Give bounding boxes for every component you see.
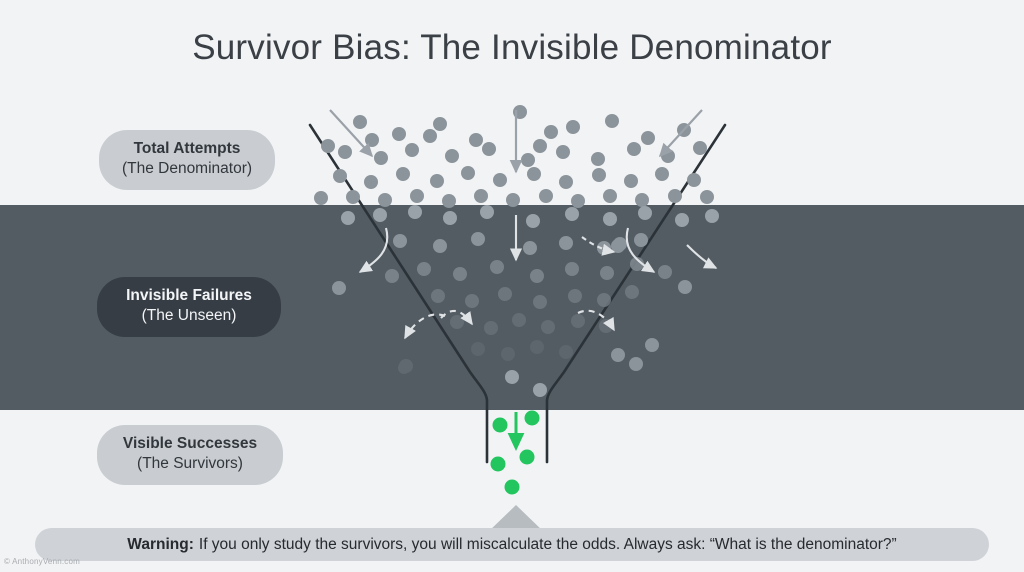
arrow-leak-right-lower: [577, 309, 615, 332]
dot-cluster-total-attempts: [314, 105, 714, 208]
dot-cluster-visible-successes: [490, 410, 540, 495]
label-invisible-failures: Invisible Failures (The Unseen): [97, 277, 281, 337]
warning-text: If you only study the survivors, you wil…: [198, 535, 897, 553]
arrow-inflow-right: [658, 109, 703, 158]
funnel-walls: [308, 123, 727, 464]
inflow-arrows-top: [329, 109, 703, 174]
label-total-attempts-title: Total Attempts: [133, 140, 241, 157]
label-total-attempts: Total Attempts (The Denominator): [99, 130, 275, 190]
warning-label: Warning:: [127, 535, 194, 553]
arrow-leak-left-out: [404, 313, 446, 340]
label-visible-successes-sub: (The Survivors): [137, 454, 243, 472]
label-invisible-failures-sub: (The Unseen): [141, 306, 237, 324]
label-visible-successes-title: Visible Successes: [122, 435, 258, 452]
arrow-leak-right-out: [686, 244, 718, 269]
leakage-arrows: [358, 215, 718, 340]
dot-cluster-invisible-failures: [332, 205, 719, 397]
arrow-leak-right-upper: [625, 227, 656, 273]
page-title: Survivor Bias: The Invisible Denominator: [192, 28, 832, 67]
label-invisible-failures-title: Invisible Failures: [126, 287, 252, 304]
label-total-attempts-sub: (The Denominator): [121, 159, 253, 177]
arrow-leak-right-inner: [581, 236, 616, 256]
warning-banner: Warning: If you only study the survivors…: [35, 528, 989, 561]
label-visible-successes: Visible Successes (The Survivors): [97, 425, 283, 485]
arrow-leak-left-upper: [358, 227, 389, 273]
watermark: © AnthonyVenn.com: [4, 557, 81, 566]
arrow-inflow-left: [329, 109, 374, 158]
